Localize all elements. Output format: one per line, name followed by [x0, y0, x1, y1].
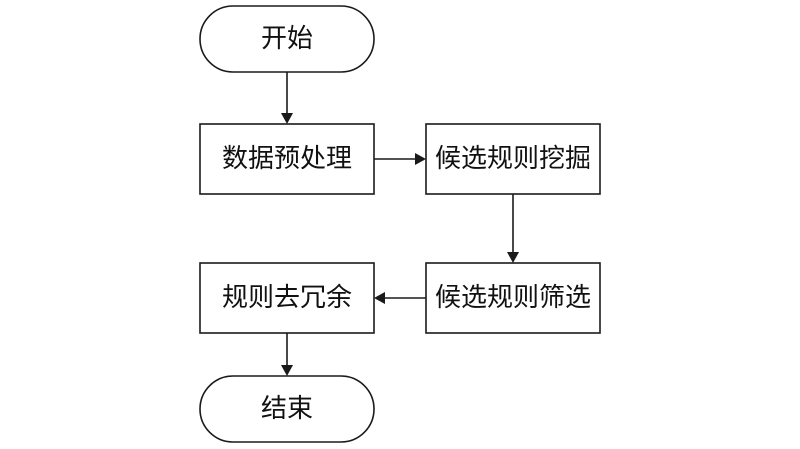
- mine-label: 候选规则挖掘: [435, 144, 591, 174]
- arrowhead-icon: [281, 365, 293, 376]
- edge-filter-to-dedup: [374, 292, 426, 304]
- mine-node: 候选规则挖掘: [425, 123, 601, 195]
- mine-box: [425, 123, 601, 195]
- arrowhead-icon: [507, 252, 519, 263]
- arrowhead-icon: [281, 113, 293, 124]
- preprocess-box: [199, 123, 375, 195]
- edge-mine-to-filter: [507, 194, 519, 263]
- end-node: 结束: [199, 375, 375, 443]
- dedup-label: 规则去冗余: [222, 283, 352, 313]
- preprocess-node: 数据预处理: [199, 123, 375, 195]
- edge-start-to-preprocess: [281, 72, 293, 124]
- filter-label: 候选规则筛选: [435, 283, 591, 313]
- edge-dedup-to-end: [281, 333, 293, 376]
- dedup-node: 规则去冗余: [199, 262, 375, 334]
- filter-box: [425, 262, 601, 334]
- edge-preprocess-to-mine: [374, 153, 426, 165]
- filter-node: 候选规则筛选: [425, 262, 601, 334]
- arrowhead-icon: [415, 153, 426, 165]
- arrowhead-icon: [374, 292, 385, 304]
- start-node: 开始: [199, 5, 375, 73]
- end-label: 结束: [261, 394, 313, 424]
- preprocess-label: 数据预处理: [222, 144, 352, 174]
- start-label: 开始: [261, 24, 313, 54]
